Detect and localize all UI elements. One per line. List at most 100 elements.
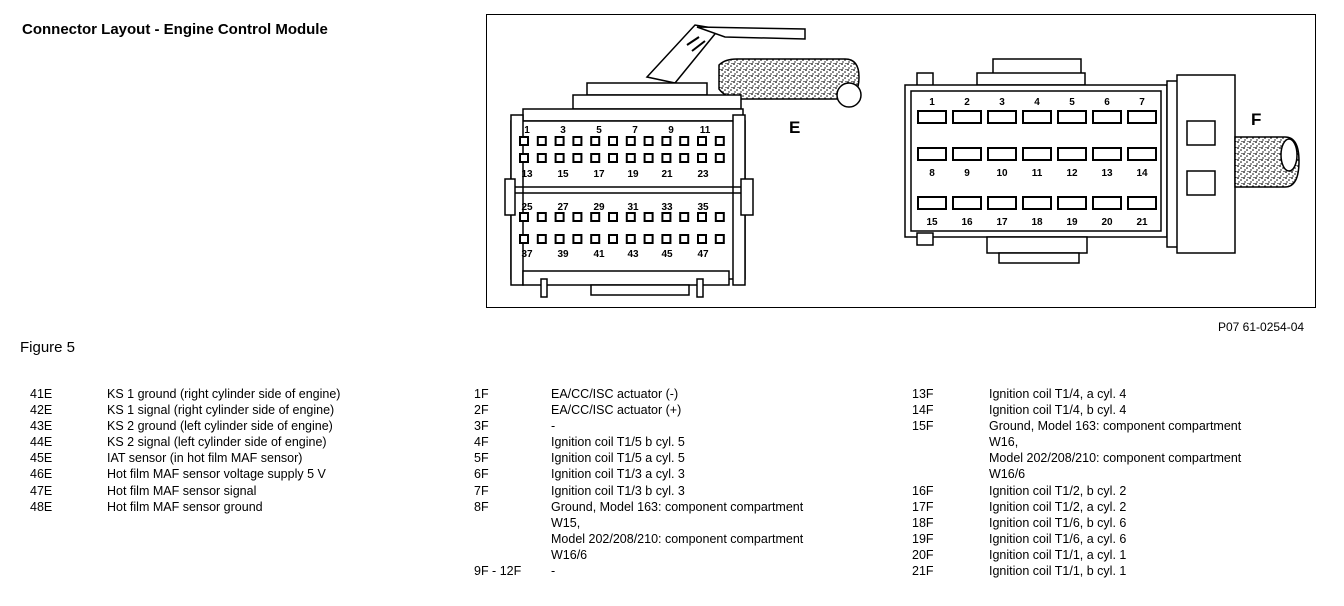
pin-description: Ignition coil T1/6, a cyl. 6 bbox=[989, 531, 1126, 547]
pin-description: Hot film MAF sensor signal bbox=[107, 483, 256, 499]
e-pin-label: 7 bbox=[632, 125, 638, 136]
f-pin-cavity bbox=[1022, 196, 1052, 210]
pin-description-line: IAT sensor (in hot film MAF sensor) bbox=[107, 451, 303, 466]
f-pin-cavity bbox=[1092, 196, 1122, 210]
f-pin-label: 21 bbox=[1136, 217, 1148, 228]
pin-description-line: Ignition coil T1/1, b cyl. 1 bbox=[989, 564, 1127, 579]
pin-description: IAT sensor (in hot film MAF sensor) bbox=[107, 450, 302, 466]
e-pin-cavity bbox=[519, 212, 529, 222]
e-pin-label: 33 bbox=[661, 202, 673, 213]
pin-id: 45E bbox=[30, 451, 53, 466]
pin-description-line: Ignition coil T1/4, a cyl. 4 bbox=[989, 387, 1127, 401]
e-pin-cavity bbox=[679, 153, 690, 163]
pin-description-line: Model 202/208/210: component compartment bbox=[551, 531, 804, 546]
connector-drawing: 1 3 5 7 9 11 13 15 17 19 21 23 25 27 29 … bbox=[504, 24, 1300, 298]
f-pin-label: 11 bbox=[1032, 168, 1043, 179]
e-pin-cavity bbox=[608, 136, 618, 146]
e-pin-label: 35 bbox=[697, 202, 709, 213]
pin-description-line: - bbox=[551, 419, 556, 434]
pin-description: KS 2 signal (left cylinder side of engin… bbox=[107, 434, 327, 450]
pin-id: 21F bbox=[912, 564, 934, 579]
e-lever-arm bbox=[696, 26, 806, 40]
e-pin-label: 29 bbox=[593, 202, 605, 213]
f-pin-label: 2 bbox=[964, 97, 970, 108]
pin-description: KS 2 ground (left cylinder side of engin… bbox=[107, 418, 333, 434]
f-pin-cavity bbox=[917, 110, 947, 124]
f-pin-label: 5 bbox=[1069, 97, 1075, 108]
pin-description: Ignition coil T1/1, b cyl. 1 bbox=[989, 563, 1126, 579]
f-pin-label: 19 bbox=[1066, 217, 1078, 228]
f-pin-label: 1 bbox=[929, 97, 935, 108]
pin-description: Ground, Model 163: component compartment… bbox=[989, 418, 1241, 482]
f-pin-label: 7 bbox=[1139, 97, 1145, 108]
figure-code: P07 61-0254-04 bbox=[1218, 320, 1305, 334]
e-pin-cavity bbox=[572, 153, 583, 163]
e-pin-label: 45 bbox=[661, 249, 673, 260]
pin-id: 13F bbox=[912, 387, 934, 401]
e-pin-cavity bbox=[714, 212, 725, 222]
pin-row: 16F Ignition coil T1/2, b cyl. 2 bbox=[912, 483, 1241, 499]
pin-description-line: W16, bbox=[989, 435, 1019, 450]
f-pin-label: 15 bbox=[926, 217, 938, 228]
pin-id: 16F bbox=[912, 483, 934, 498]
pin-id: 15F bbox=[912, 419, 934, 434]
f-pin-label: 17 bbox=[996, 217, 1008, 228]
pin-description-line: Hot film MAF sensor voltage supply 5 V bbox=[107, 467, 326, 482]
pin-description: Ignition coil T1/4, b cyl. 4 bbox=[989, 402, 1126, 418]
f-pin-cavity bbox=[1022, 147, 1052, 161]
f-pin-label: 3 bbox=[999, 97, 1005, 108]
pin-description-line: KS 1 ground (right cylinder side of engi… bbox=[107, 387, 341, 401]
e-pin-cavity bbox=[643, 234, 654, 244]
pin-description-line: KS 2 ground (left cylinder side of engin… bbox=[107, 419, 333, 434]
e-pin-cavity bbox=[590, 136, 601, 146]
pin-id: 2F bbox=[474, 403, 489, 418]
e-pin-label: 17 bbox=[593, 169, 605, 180]
pin-id: 4F bbox=[474, 435, 489, 450]
f-pin-cavity bbox=[1127, 147, 1157, 161]
pin-description-line: Ignition coil T1/5 b cyl. 5 bbox=[551, 435, 685, 450]
page-title: Connector Layout - Engine Control Module bbox=[22, 21, 328, 38]
f-pin-cavity bbox=[917, 147, 947, 161]
pin-description: - bbox=[551, 418, 555, 434]
pin-id: 43E bbox=[30, 419, 53, 434]
e-pin-label: 25 bbox=[521, 202, 533, 213]
pin-description: Hot film MAF sensor voltage supply 5 V bbox=[107, 466, 326, 482]
f-pin-cavity bbox=[987, 110, 1017, 124]
pin-description: Hot film MAF sensor ground bbox=[107, 499, 263, 515]
e-pin-label: 13 bbox=[521, 169, 533, 180]
pin-description-line: Ignition coil T1/2, b cyl. 2 bbox=[989, 483, 1127, 498]
e-pin-cavity bbox=[661, 212, 672, 222]
pin-id: 1F bbox=[474, 387, 489, 401]
pin-id: 18F bbox=[912, 515, 934, 530]
pin-id: 19F bbox=[912, 531, 934, 546]
e-pin-cavity bbox=[625, 153, 636, 163]
pin-id: 17F bbox=[912, 499, 934, 514]
e-pin-cavity bbox=[714, 234, 725, 244]
e-pin-cavity bbox=[661, 136, 672, 146]
e-pin-label: 3 bbox=[560, 125, 566, 136]
pin-id: 48E bbox=[30, 499, 53, 514]
f-pin-label: 14 bbox=[1136, 168, 1148, 179]
pin-description: Ignition coil T1/5 b cyl. 5 bbox=[551, 434, 685, 450]
pin-id: 8F bbox=[474, 499, 489, 514]
e-pin-cavity bbox=[608, 153, 618, 163]
e-pin-cavity bbox=[519, 136, 529, 146]
e-pin-cavity bbox=[643, 212, 654, 222]
e-pin-cavity bbox=[714, 153, 725, 163]
pin-description-line: KS 2 signal (left cylinder side of engin… bbox=[107, 435, 327, 450]
e-pin-cavity bbox=[519, 153, 529, 163]
e-pin-label: 37 bbox=[521, 249, 533, 260]
pin-id: 47E bbox=[30, 483, 53, 498]
f-pin-cavity bbox=[952, 147, 982, 161]
pin-description: Ignition coil T1/3 b cyl. 3 bbox=[551, 483, 685, 499]
e-pin-cavity bbox=[643, 153, 654, 163]
e-pin-cavity bbox=[536, 153, 547, 163]
e-pin-label: 43 bbox=[627, 249, 639, 260]
pin-description: Ignition coil T1/1, a cyl. 1 bbox=[989, 547, 1126, 563]
pin-description: Ignition coil T1/2, b cyl. 2 bbox=[989, 483, 1126, 499]
